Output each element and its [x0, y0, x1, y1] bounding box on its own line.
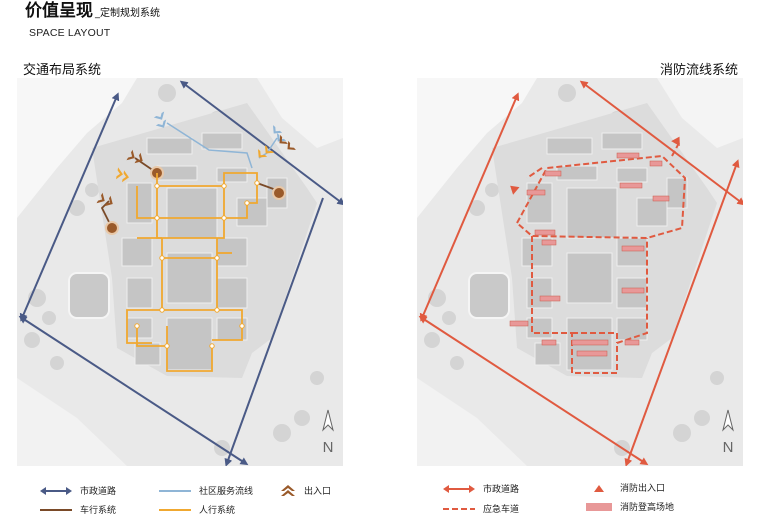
title-subtitle: _定制规划系统: [95, 8, 160, 19]
legend-label: 车行系统: [80, 506, 117, 516]
emergency-lanes: [515, 142, 687, 374]
legend-fire-entrance: 消防出入口: [586, 481, 665, 494]
service-entrance-icons: [153, 111, 287, 142]
left-panel-title: 交通布局系统: [23, 63, 102, 78]
entrance-chevron-icon: [281, 484, 295, 496]
north-arrow-icon: [722, 409, 734, 432]
fire-layout-map: N: [417, 78, 743, 466]
garage-entrance-2: [105, 221, 119, 235]
municipal-road-sw: [418, 315, 649, 466]
line-swatch-icon: [159, 489, 191, 492]
dashed-line-icon: [443, 507, 475, 510]
title-english: SPACE LAYOUT: [29, 27, 111, 39]
legend-vehicle: 车行系统: [40, 503, 116, 516]
line-swatch-icon: [159, 508, 191, 511]
legend-service-flow: 社区服务流线: [159, 484, 253, 497]
legend-municipal-road-fire: 市政道路: [443, 482, 519, 495]
legend-label: 人行系统: [199, 506, 236, 516]
legend-emergency-lane: 应急车道: [443, 502, 519, 515]
sports-court: [68, 272, 110, 319]
municipal-road-e: [224, 197, 324, 466]
north-label: N: [723, 439, 734, 456]
north-arrow-icon: [322, 409, 334, 432]
municipal-road-e: [624, 159, 740, 466]
garage-entrance-3: [272, 186, 286, 200]
legend-label: 消防登高场地: [620, 503, 675, 513]
north-label: N: [323, 439, 334, 456]
legend-entrance: 出入口: [280, 484, 331, 497]
page-title: 价值呈现_定制规划系统: [25, 0, 160, 21]
fire-entrance-triangle-icon: [594, 484, 604, 492]
municipal-roads: [18, 80, 343, 466]
pedestrian-entrance-icons: [116, 145, 275, 183]
municipal-roads: [418, 80, 743, 466]
legend-label: 应急车道: [483, 505, 520, 515]
municipal-road-ne: [179, 80, 343, 206]
fire-climbing-pads: [509, 152, 670, 357]
municipal-road-sw: [18, 315, 249, 466]
municipal-road-w: [19, 92, 120, 322]
legend-label: 社区服务流线: [199, 487, 254, 497]
double-arrow-icon: [443, 484, 475, 493]
municipal-road-w: [419, 92, 520, 322]
legend-label: 消防出入口: [620, 484, 666, 494]
fire-entrance-icons: [510, 136, 680, 195]
legend-label: 出入口: [304, 487, 332, 497]
climbing-pad-swatch-icon: [586, 502, 612, 511]
legend-pedestrian: 人行系统: [159, 503, 235, 516]
pedestrian-nodes: [134, 180, 260, 349]
right-panel-title: 消防流线系统: [659, 63, 738, 78]
legend-municipal-road: 市政道路: [40, 484, 116, 497]
legend-label: 市政道路: [80, 487, 117, 497]
title-main: 价值呈现: [25, 1, 93, 21]
traffic-layout-map: N: [17, 78, 343, 466]
vehicle-entrance-icons: [96, 134, 296, 207]
double-arrow-icon: [40, 486, 72, 495]
sports-court: [468, 272, 510, 319]
legend-fire-climbing-pad: 消防登高场地: [586, 500, 674, 513]
legend-label: 市政道路: [483, 485, 520, 495]
line-swatch-icon: [40, 508, 72, 511]
